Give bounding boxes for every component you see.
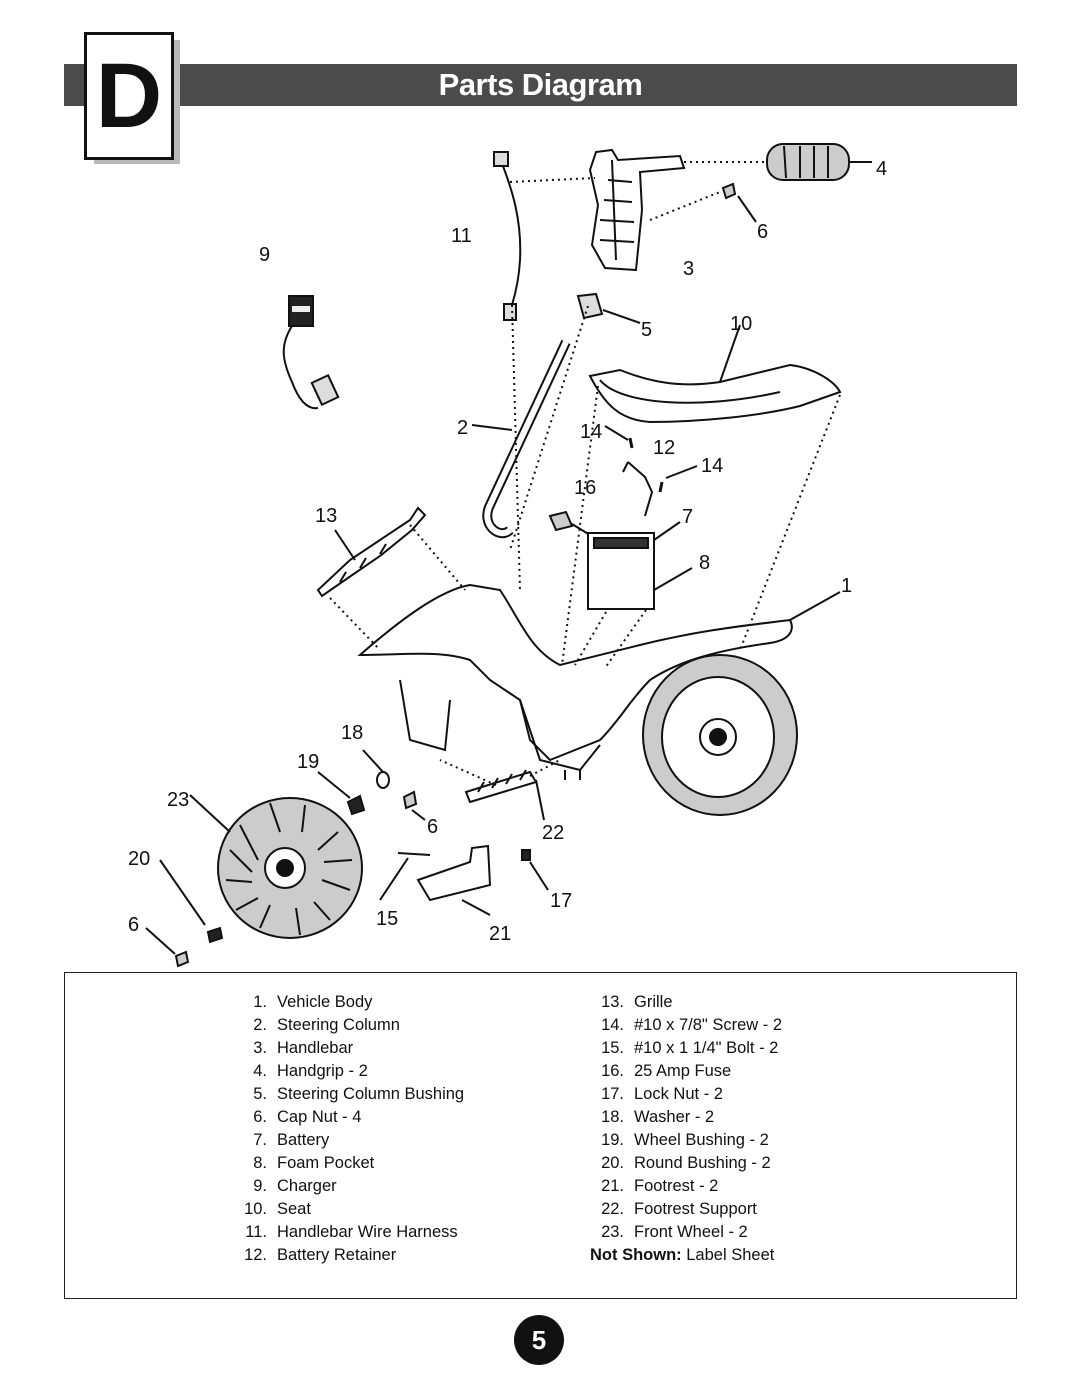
- legend-column-right: 13.Grille 14.#10 x 7/8" Screw - 2 15.#10…: [590, 991, 782, 1267]
- callout-14a: 14: [580, 421, 602, 443]
- wire-harness-part: [493, 151, 522, 321]
- legend-item: 11.Handlebar Wire Harness: [245, 1223, 458, 1241]
- callout-14b: 14: [701, 455, 723, 477]
- legend-not-shown: Not Shown: Label Sheet: [590, 1246, 775, 1264]
- legend-item: 8.Foam Pocket: [253, 1154, 375, 1172]
- callout-23: 23: [167, 789, 189, 811]
- callout-12: 12: [653, 437, 675, 459]
- callout-15: 15: [376, 908, 398, 930]
- seat-part: [588, 324, 842, 424]
- callout-11: 11: [451, 225, 472, 247]
- callout-17: 17: [550, 890, 572, 912]
- section-badge: D: [84, 32, 174, 160]
- legend-item: 15.#10 x 1 1/4" Bolt - 2: [601, 1039, 779, 1057]
- callout-19: 19: [297, 751, 319, 773]
- charger-part: [282, 295, 340, 410]
- legend-item: 6.Cap Nut - 4: [253, 1108, 362, 1126]
- legend-item: 4.Handgrip - 2: [253, 1062, 368, 1080]
- legend-item: 17.Lock Nut - 2: [601, 1085, 723, 1103]
- parts-diagram: 4 6 11 9 3 5 10 2 14 12 14 16 13 7 8 1 1…: [128, 143, 887, 968]
- legend-column-left: 1.Vehicle Body 2.Steering Column 3.Handl…: [233, 991, 464, 1267]
- header-bar: [64, 64, 1017, 106]
- callout-6-low: 6: [128, 914, 139, 936]
- handgrip-part: [766, 143, 872, 181]
- parts-legend: 1.Vehicle Body 2.Steering Column 3.Handl…: [64, 972, 1017, 1299]
- page-number: 5: [514, 1315, 564, 1365]
- legend-item: 9.Charger: [253, 1177, 337, 1195]
- callout-10: 10: [730, 313, 752, 335]
- legend-item: 20.Round Bushing - 2: [601, 1154, 771, 1172]
- page-title: Parts Diagram: [438, 67, 643, 102]
- legend-item: 23.Front Wheel - 2: [601, 1223, 748, 1241]
- callout-21: 21: [489, 923, 511, 945]
- callout-13: 13: [315, 505, 337, 527]
- legend-item: 22.Footrest Support: [601, 1200, 757, 1218]
- legend-item: 2.Steering Column: [253, 1016, 400, 1034]
- callout-6: 6: [757, 221, 768, 243]
- callout-5: 5: [641, 319, 652, 341]
- legend-item: 1.Vehicle Body: [253, 993, 373, 1011]
- legend-item: 12.Battery Retainer: [244, 1246, 397, 1264]
- callout-2: 2: [457, 417, 468, 439]
- callout-16: 16: [574, 477, 596, 499]
- legend-item: 14.#10 x 7/8" Screw - 2: [601, 1016, 783, 1034]
- callout-8: 8: [699, 552, 710, 574]
- callout-20: 20: [128, 848, 150, 870]
- vehicle-body-part: [357, 583, 841, 780]
- grille-part: [316, 506, 427, 598]
- callout-1: 1: [841, 575, 852, 597]
- callout-9: 9: [259, 244, 270, 266]
- callout-18: 18: [341, 722, 363, 744]
- callout-7: 7: [682, 506, 693, 528]
- callout-4: 4: [876, 158, 887, 180]
- legend-item: 5.Steering Column Bushing: [253, 1085, 465, 1103]
- legend-item: 21.Footrest - 2: [601, 1177, 719, 1195]
- legend-item: 19.Wheel Bushing - 2: [601, 1131, 769, 1149]
- legend-item: 10.Seat: [244, 1200, 311, 1218]
- legend-item: 16.25 Amp Fuse: [601, 1062, 732, 1080]
- legend-item: 13.Grille: [601, 993, 673, 1011]
- front-wheel-part: [217, 797, 363, 939]
- callout-6-mid: 6: [427, 816, 438, 838]
- legend-item: 7.Battery: [253, 1131, 330, 1149]
- legend-item: 3.Handlebar: [253, 1039, 354, 1057]
- battery-part: [587, 532, 655, 610]
- handlebar-part: [588, 148, 686, 272]
- callout-22: 22: [542, 822, 564, 844]
- callout-3: 3: [683, 258, 694, 280]
- legend-item: 18.Washer - 2: [601, 1108, 715, 1126]
- rear-wheel-part: [642, 654, 798, 816]
